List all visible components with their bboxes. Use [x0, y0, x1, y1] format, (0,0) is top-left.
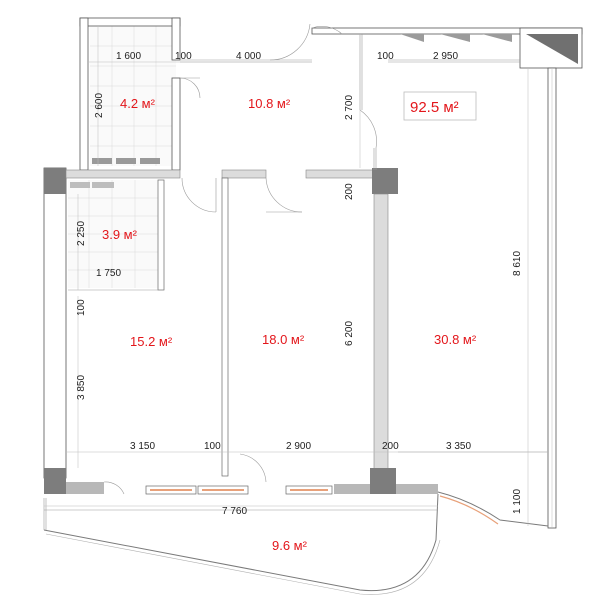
- area-room-middle: 18.0 м²: [262, 332, 305, 347]
- bath-left-tiles: [68, 180, 160, 288]
- dim-3850: 3 850: [76, 375, 87, 400]
- dim-8610: 8 610: [512, 251, 523, 276]
- area-bath-top: 4.2 м²: [120, 96, 156, 111]
- dim-2600: 2 600: [94, 93, 105, 118]
- interior-walls: [65, 34, 548, 494]
- bath-top-tiles: [90, 26, 176, 166]
- area-room-left: 15.2 м²: [130, 334, 173, 349]
- dim-100-top-b: 100: [377, 51, 394, 62]
- area-bath-left: 3.9 м²: [102, 227, 138, 242]
- dim-1600: 1 600: [116, 51, 141, 62]
- area-balcony: 9.6 м²: [272, 538, 308, 553]
- dim-2700: 2 700: [344, 95, 355, 120]
- dim-100-top-a: 100: [175, 51, 192, 62]
- balcony-outline: [43, 493, 441, 595]
- door-swings: [103, 23, 377, 495]
- total-area-badge: 92.5 м²: [403, 91, 477, 121]
- dim-1750: 1 750: [96, 268, 121, 279]
- area-hall: 10.8 м²: [248, 96, 291, 111]
- dim-200-bottom: 200: [382, 441, 399, 452]
- dim-4000: 4 000: [236, 51, 261, 62]
- dim-3350: 3 350: [446, 441, 471, 452]
- dim-6200: 6 200: [344, 321, 355, 346]
- dimension-lines: [44, 26, 548, 526]
- dim-3150: 3 150: [130, 441, 155, 452]
- dim-200-right-col: 200: [344, 183, 355, 200]
- dim-2950: 2 950: [433, 51, 458, 62]
- dimension-labels: 1 600 100 4 000 100 2 950 2 600 2 700 20…: [76, 51, 523, 517]
- dim-2250: 2 250: [76, 221, 87, 246]
- windows: [70, 158, 549, 527]
- dim-100-left: 100: [76, 299, 87, 316]
- dim-7760: 7 760: [222, 506, 247, 517]
- dim-2900: 2 900: [286, 441, 311, 452]
- exterior-walls: [43, 17, 583, 529]
- dim-100-bottom: 100: [204, 441, 221, 452]
- room-areas: 4.2 м² 10.8 м² 3.9 м² 15.2 м² 18.0 м² 30…: [102, 96, 477, 553]
- dim-1100: 1 100: [512, 489, 523, 514]
- total-area: 92.5 м²: [410, 99, 459, 116]
- area-room-right: 30.8 м²: [434, 332, 477, 347]
